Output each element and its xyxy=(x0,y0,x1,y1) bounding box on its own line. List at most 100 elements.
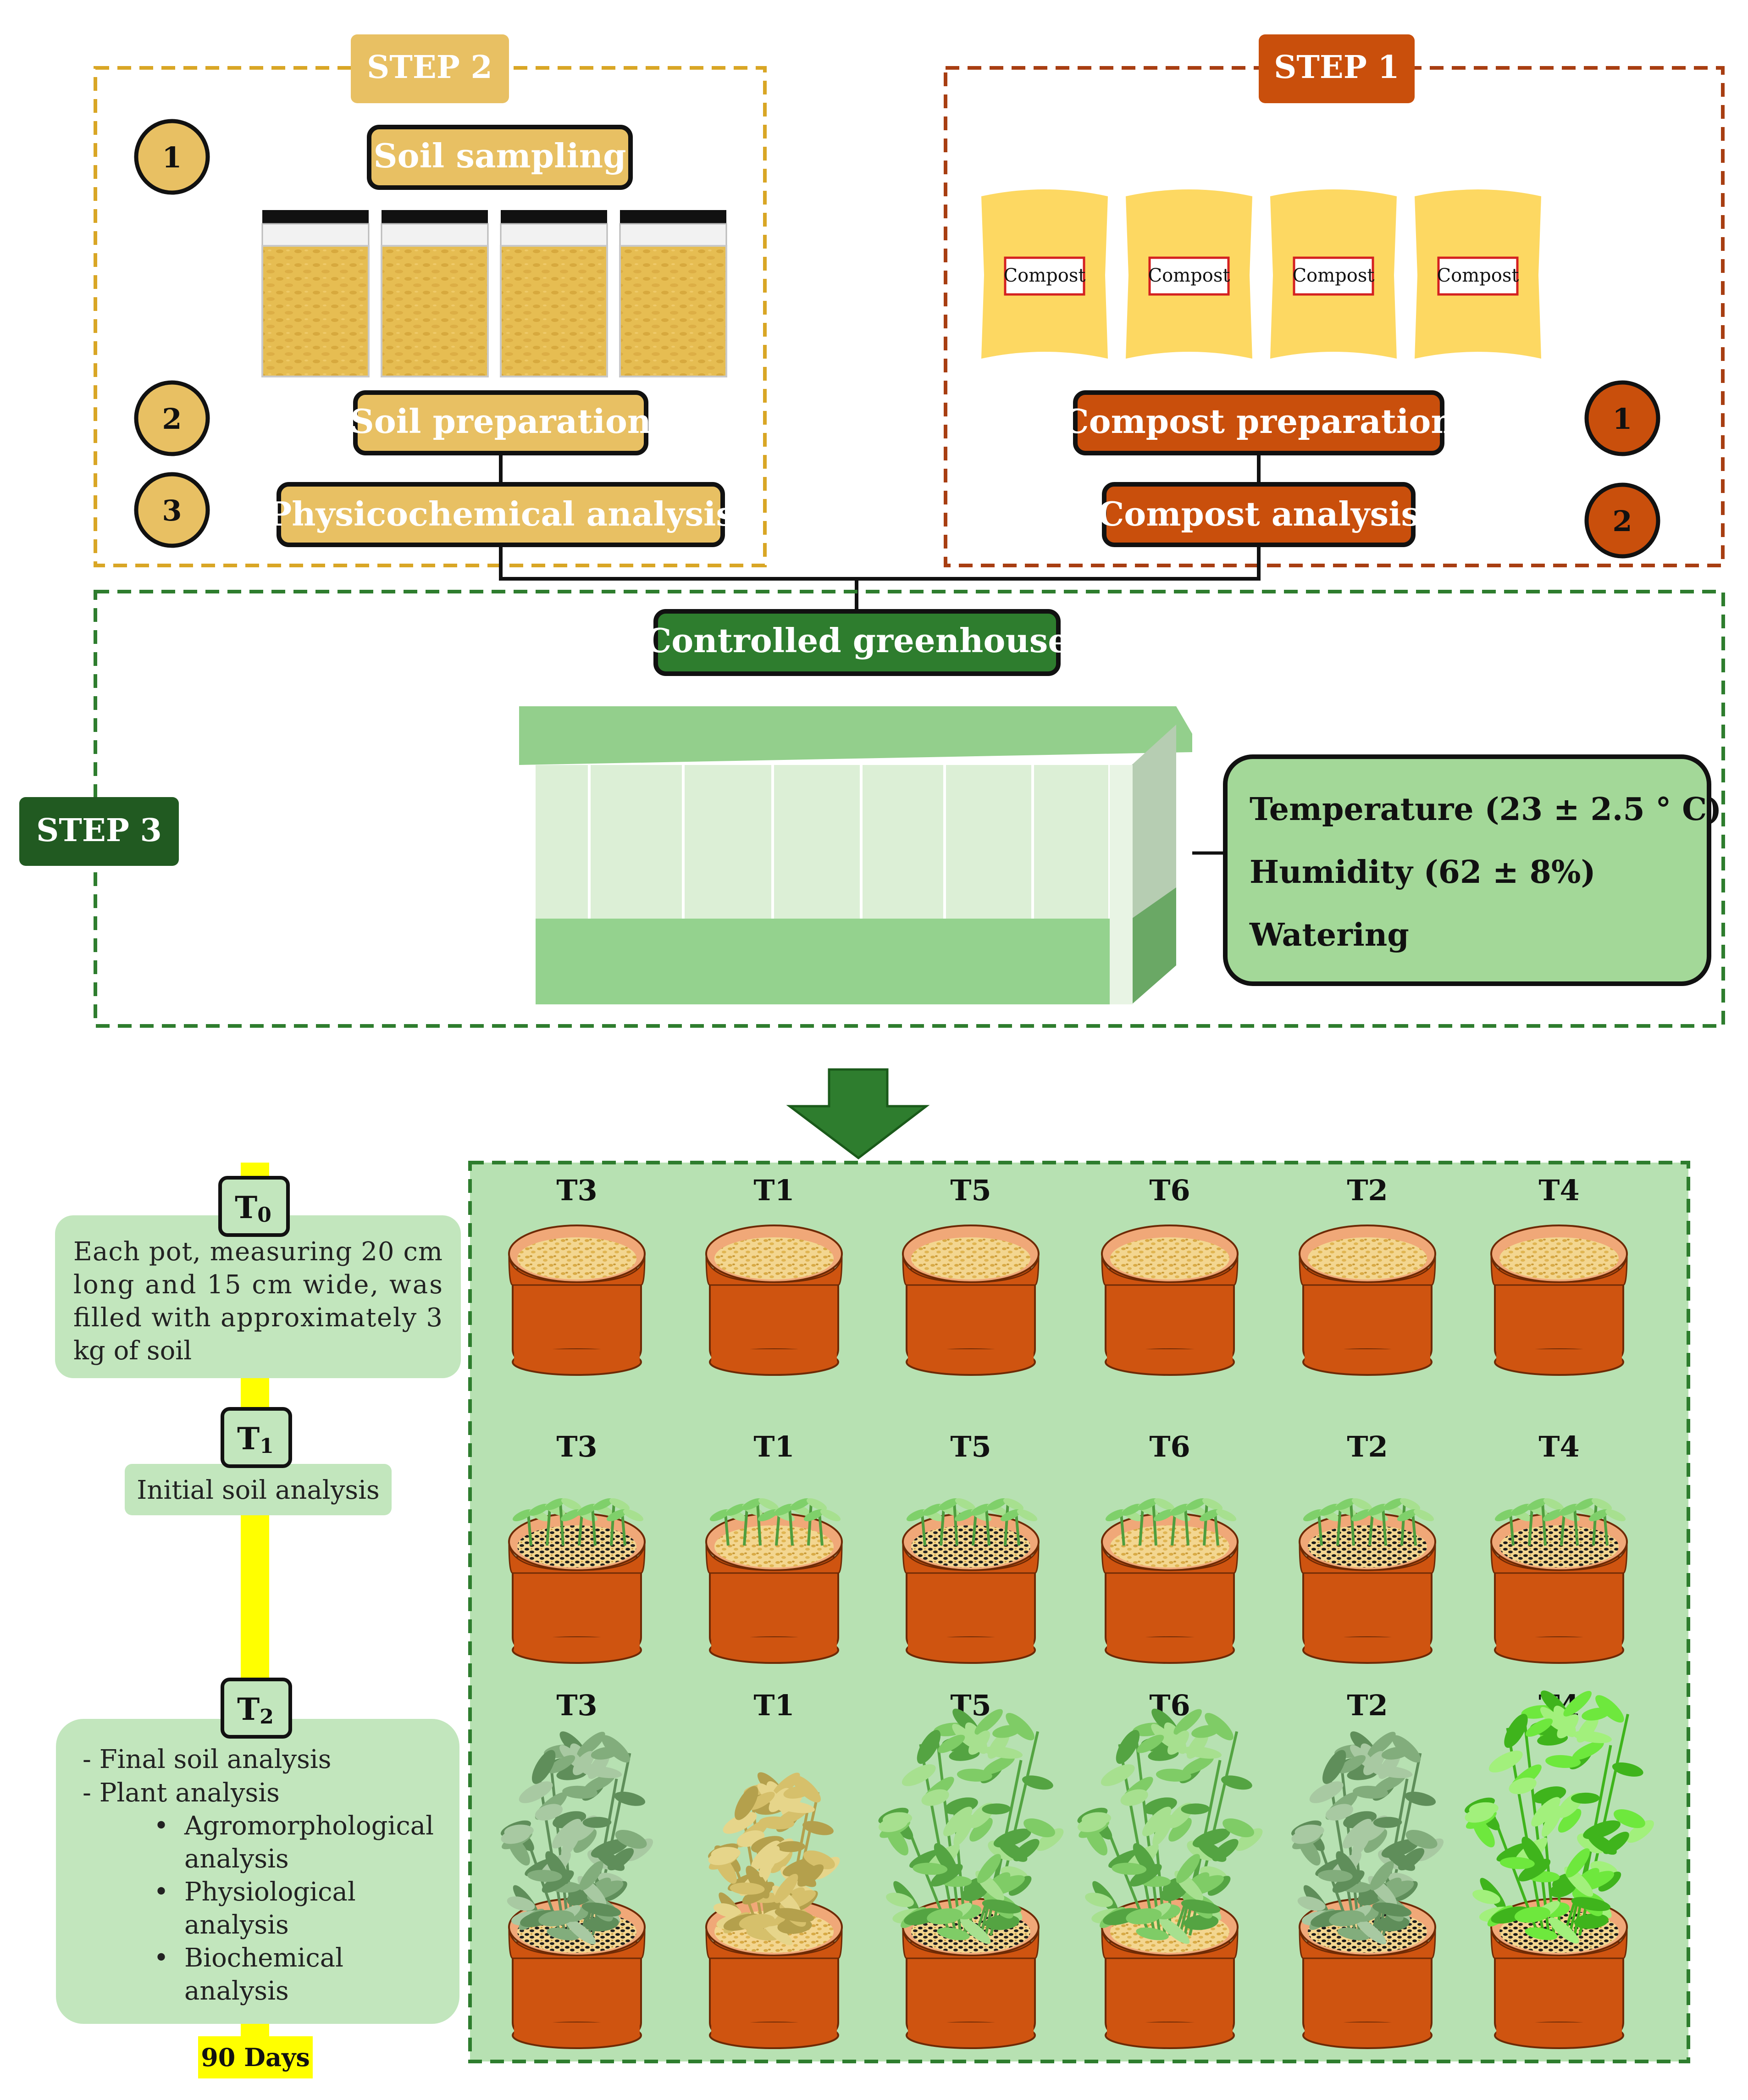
step2-header-text: STEP 2 xyxy=(367,49,492,86)
pot-t1-mature: T1 xyxy=(705,1689,843,2049)
svg-text:Compost: Compost xyxy=(1148,265,1230,286)
svg-text:•: • xyxy=(154,1877,169,1907)
pot-label: T5 xyxy=(950,1174,991,1207)
compost-bags: Compost Compost Compost Compost xyxy=(981,189,1541,359)
compost-bag: Compost xyxy=(1126,189,1252,359)
soil-jar xyxy=(381,210,489,377)
pot-t2-mature: T2 xyxy=(1291,1689,1444,2049)
condition-humidity: Humidity (62 ± 8%) xyxy=(1250,854,1596,891)
t0-marker: T0 xyxy=(218,1176,290,1237)
pot-t3-seedling: T3 xyxy=(508,1430,646,1664)
t0-description-line: long and 15 cm wide, was xyxy=(73,1270,443,1300)
t1-description-card xyxy=(125,1464,392,1515)
svg-text:1: 1 xyxy=(162,141,182,174)
svg-text:Compost: Compost xyxy=(1004,265,1086,286)
pot-t1-seedling: T1 xyxy=(705,1430,843,1664)
pot-label: T2 xyxy=(1347,1174,1388,1207)
svg-text:T0: T0 xyxy=(235,1190,271,1227)
pot-t3-mature: T3 xyxy=(500,1689,653,2049)
soil-sampling-label: Soil sampling xyxy=(374,136,626,175)
step1-frame xyxy=(944,66,1725,567)
compost-bag: Compost xyxy=(1415,189,1541,359)
pot-label: T1 xyxy=(753,1174,794,1207)
pot-label: T3 xyxy=(556,1174,597,1207)
compost-analysis-label: Compost analysis xyxy=(1098,494,1420,533)
condition-watering: Watering xyxy=(1249,917,1409,953)
pot-t6-seedling: T6 xyxy=(1101,1430,1239,1664)
merge-connector xyxy=(499,545,1261,611)
pot-t6-empty: T6 xyxy=(1101,1174,1239,1376)
svg-text:T1: T1 xyxy=(237,1421,274,1458)
t2-bullet-physiological: • Physiological analysis xyxy=(154,1877,356,1940)
pot-label: T1 xyxy=(753,1430,794,1463)
step2-panel: STEP 2 1 2 3 Soil sampling xyxy=(94,34,767,567)
svg-text:Biochemical: Biochemical xyxy=(184,1943,343,1973)
t2-description-card xyxy=(56,1719,459,2024)
pots-layer: T3T1T5T6T2T4T3T1T5T6T2T4T3T1T5T6T2T4 xyxy=(500,1174,1654,2049)
pot-t5-empty: T5 xyxy=(902,1174,1040,1376)
soil-jar xyxy=(619,210,727,377)
pot-label: T3 xyxy=(556,1689,597,1722)
step1-panel: STEP 1 Compost Compost Compost Compo xyxy=(944,34,1725,567)
step1-number-2: 2 xyxy=(1584,482,1660,559)
t0-description-line: Each pot, measuring 20 cm xyxy=(73,1237,443,1267)
t0-description-line: kg of soil xyxy=(73,1336,192,1366)
greenhouse-illustration xyxy=(519,706,1192,1004)
step3-panel: STEP 3 Controlled greenhouse Temperature xyxy=(19,590,1725,1028)
step1-header-box xyxy=(1259,34,1415,103)
pot-t3-empty: T3 xyxy=(508,1174,646,1376)
timeline: Each pot, measuring 20 cm long and 15 cm… xyxy=(55,1163,461,2078)
step2-number-3: 3 xyxy=(134,472,210,548)
pot-t2-seedling: T2 xyxy=(1299,1430,1436,1664)
t2-line-plant-analysis: - Plant analysis xyxy=(83,1778,280,1808)
step2-header-box xyxy=(351,34,509,103)
t0-description-card xyxy=(55,1215,461,1378)
pot-t5-seedling: T5 xyxy=(902,1430,1040,1664)
step3-header-box xyxy=(19,797,179,866)
end-duration-label: 90 Days xyxy=(201,2043,310,2072)
pot-label: T4 xyxy=(1538,1430,1579,1463)
svg-text:Compost: Compost xyxy=(1437,265,1519,286)
pot-label: T2 xyxy=(1347,1689,1388,1722)
svg-text:2: 2 xyxy=(162,402,182,436)
compost-bag: Compost xyxy=(981,189,1108,359)
physicochemical-analysis-label: Physicochemical analysis xyxy=(267,494,735,533)
svg-text:•: • xyxy=(154,1811,169,1841)
svg-text:Agromorphological: Agromorphological xyxy=(184,1811,434,1841)
trial-panel: T3T1T5T6T2T4T3T1T5T6T2T4T3T1T5T6T2T4 xyxy=(468,1161,1690,2063)
svg-text:analysis: analysis xyxy=(184,1910,289,1940)
pot-label: T1 xyxy=(753,1689,794,1722)
pot-label: T6 xyxy=(1149,1174,1190,1207)
svg-text:T2: T2 xyxy=(237,1691,274,1729)
pot-t2-empty: T2 xyxy=(1299,1174,1436,1376)
t2-bullet-biochemical: • Biochemical analysis xyxy=(154,1943,343,2006)
pot-label: T4 xyxy=(1538,1174,1579,1207)
condition-temperature: Temperature (23 ± 2.5 ° C) xyxy=(1250,791,1721,828)
soil-preparation-label: Soil preparation xyxy=(350,402,651,441)
compost-bag: Compost xyxy=(1270,189,1397,359)
t1-marker: T1 xyxy=(221,1407,292,1468)
pot-t4-seedling: T4 xyxy=(1490,1430,1628,1664)
step3-header-text: STEP 3 xyxy=(36,812,162,849)
pot-label: T3 xyxy=(556,1430,597,1463)
soil-jar xyxy=(500,210,608,377)
controlled-greenhouse-label: Controlled greenhouse xyxy=(645,621,1069,660)
soil-jar xyxy=(261,210,370,377)
t2-bullet-agromorphological: • Agromorphological analysis xyxy=(154,1811,434,1874)
pot-t4-mature: T4 xyxy=(1465,1689,1654,2049)
svg-text:2: 2 xyxy=(1612,504,1632,538)
pot-label: T2 xyxy=(1347,1430,1388,1463)
controlled-greenhouse-box xyxy=(653,609,1061,676)
conditions-box xyxy=(1223,754,1711,986)
step2-number-2: 2 xyxy=(134,380,210,456)
pot-t5-mature: T5 xyxy=(878,1689,1064,2049)
compost-preparation-label: Compost preparation xyxy=(1062,402,1455,441)
t2-marker: T2 xyxy=(221,1678,292,1739)
soil-sample-jars xyxy=(261,210,727,377)
pot-t6-mature: T6 xyxy=(1077,1689,1263,2049)
svg-text:Physiological: Physiological xyxy=(184,1877,356,1907)
step2-number-1: 1 xyxy=(134,119,210,195)
svg-text:Compost: Compost xyxy=(1293,265,1375,286)
pot-t4-empty: T4 xyxy=(1490,1174,1628,1376)
